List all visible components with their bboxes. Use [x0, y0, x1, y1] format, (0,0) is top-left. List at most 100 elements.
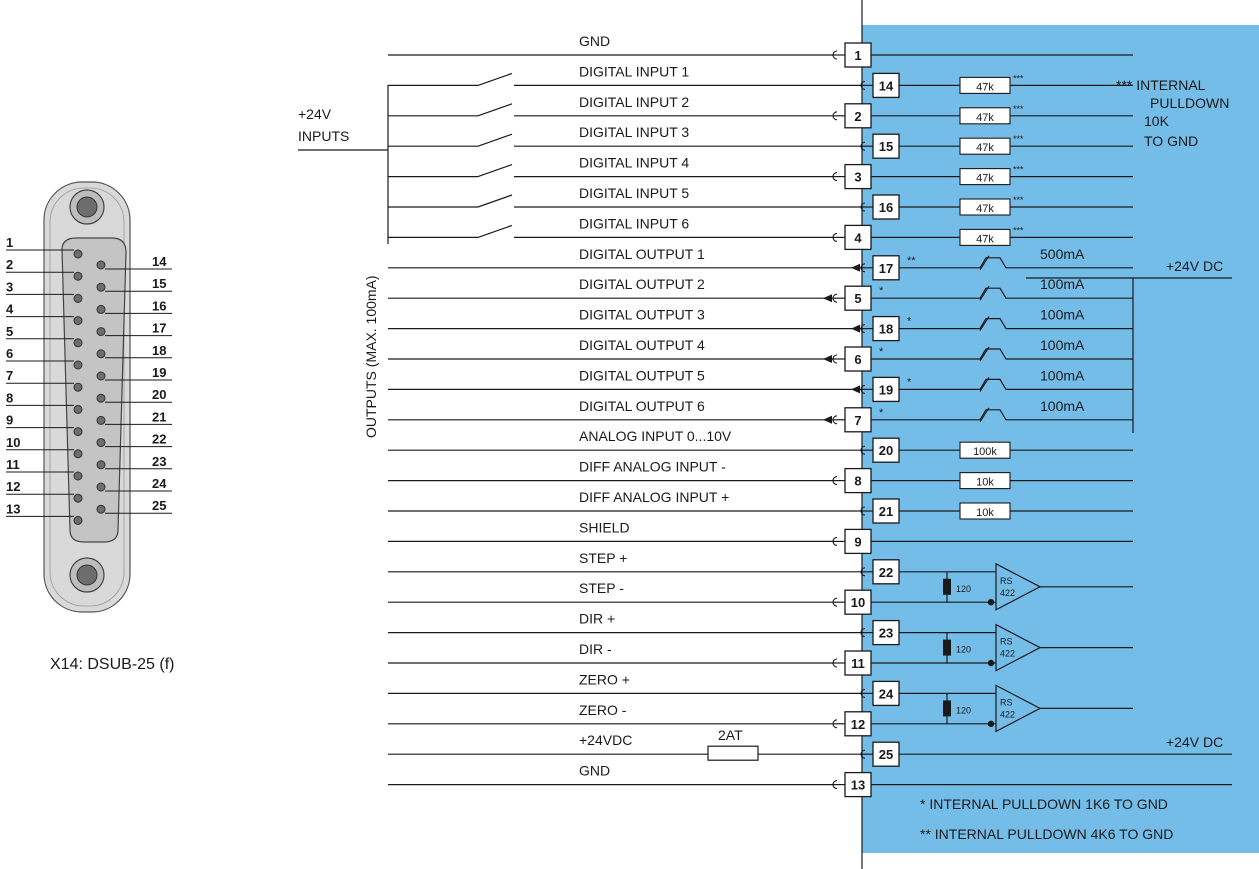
plug-icon — [832, 232, 838, 242]
plug-icon — [860, 445, 866, 455]
pin-dot — [96, 438, 106, 448]
pin-dot — [73, 449, 83, 459]
pin-dot — [96, 260, 106, 270]
pin-label: 7 — [6, 368, 13, 383]
signal-label: DIGITAL OUTPUT 6 — [579, 398, 705, 414]
pin-box — [844, 650, 872, 676]
pin-box — [872, 133, 900, 159]
pin-box — [872, 741, 900, 767]
pin-number: 15 — [879, 139, 893, 154]
signal-label: GND — [579, 33, 610, 49]
pin-number: 14 — [879, 78, 894, 93]
output-switch-icon — [972, 409, 1133, 421]
connector-flange-inner — [49, 187, 125, 607]
signal-label: DIGITAL INPUT 6 — [579, 215, 689, 231]
plug-icon — [832, 50, 838, 60]
pulldown-mark: * — [879, 285, 884, 297]
signal-label: DIGITAL INPUT 3 — [579, 124, 689, 140]
pin-box — [872, 194, 900, 220]
pulldown-mark: *** — [1013, 195, 1024, 205]
rs422-label: 422 — [1000, 649, 1015, 659]
pulldown-note-line-3: 10K — [1144, 113, 1170, 129]
pin-dot — [73, 382, 83, 392]
screw-bottom-inner — [76, 564, 98, 586]
pin-label: 6 — [6, 346, 13, 361]
signal-row: DIGITAL OUTPUT 67*100mA — [388, 398, 1133, 433]
output-arrow-icon — [823, 415, 832, 424]
footnote-1: * INTERNAL PULLDOWN 1K6 TO GND — [920, 796, 1168, 812]
termination-value: 120 — [956, 645, 971, 655]
switch-contact — [477, 194, 513, 208]
plug-icon — [832, 536, 838, 546]
output-current: 100mA — [1040, 398, 1085, 414]
pin-number: 8 — [854, 474, 861, 489]
signal-label: DIFF ANALOG INPUT - — [579, 459, 726, 475]
output-switch-icon — [972, 318, 1133, 330]
rs422-label: RS — [1000, 697, 1013, 707]
footnote-2: ** INTERNAL PULLDOWN 4K6 TO GND — [920, 826, 1173, 842]
pulldown-note-line-4: TO GND — [1144, 133, 1198, 149]
pin-label: 5 — [6, 324, 13, 339]
switch-contact — [477, 133, 513, 147]
pin-number: 5 — [854, 291, 861, 306]
pin-number: 16 — [879, 200, 893, 215]
plug-icon — [860, 263, 866, 273]
pin-label: 23 — [152, 454, 166, 469]
pin-box — [844, 407, 872, 433]
pin-number: 25 — [879, 747, 893, 762]
pin-dot — [96, 371, 106, 381]
pin-dot — [96, 304, 106, 314]
pulldown-mark: * — [907, 316, 912, 328]
pin-dot — [73, 404, 83, 414]
pin-box — [844, 589, 872, 615]
pulldown-mark: * — [879, 346, 884, 358]
signal-label: DIR - — [579, 641, 612, 657]
pin-number: 9 — [854, 534, 861, 549]
plug-icon — [860, 688, 866, 698]
plug-icon — [860, 749, 866, 759]
resistor-value: 47k — [976, 203, 994, 215]
output-switch-icon — [972, 287, 1133, 299]
output-arrow-icon — [851, 324, 860, 333]
pin-dot — [96, 393, 106, 403]
pin-dot — [73, 360, 83, 370]
pin-label: 16 — [152, 298, 166, 313]
output-switch-icon — [979, 316, 990, 331]
signal-label: DIGITAL INPUT 2 — [579, 94, 689, 110]
output-switch-icon — [979, 285, 990, 301]
pin-dot — [96, 415, 106, 425]
pin-label: 11 — [6, 457, 20, 472]
pulldown-mark: *** — [1013, 134, 1024, 144]
signal-label: DIGITAL OUTPUT 1 — [579, 246, 705, 262]
signal-label: GND — [579, 763, 610, 779]
pin-number: 22 — [879, 565, 893, 580]
pin-number: 12 — [851, 717, 865, 732]
pulldown-mark: ** — [907, 255, 916, 267]
signal-label: ZERO - — [579, 702, 627, 718]
resistor-value: 47k — [976, 233, 994, 245]
pin-box — [872, 72, 900, 99]
plug-icon — [860, 324, 866, 334]
pin-box — [872, 376, 900, 403]
pulldown-mark: * — [879, 407, 884, 419]
pin-number: 17 — [879, 261, 893, 276]
inputs-word-label: INPUTS — [298, 128, 349, 144]
pin-box — [844, 346, 872, 372]
pin-label: 25 — [152, 498, 166, 513]
output-switch-icon — [979, 255, 990, 271]
pulldown-mark: *** — [1013, 165, 1024, 175]
termination-resistor-icon — [943, 578, 951, 595]
fuse-icon — [707, 745, 759, 761]
pin-number: 3 — [854, 170, 861, 185]
pin-label: 17 — [152, 321, 166, 336]
switch-contact — [477, 72, 513, 86]
signal-label: +24VDC — [579, 732, 632, 748]
resistor-value: 100k — [973, 446, 997, 458]
pin-box — [872, 498, 900, 524]
pin-dot — [96, 460, 106, 470]
